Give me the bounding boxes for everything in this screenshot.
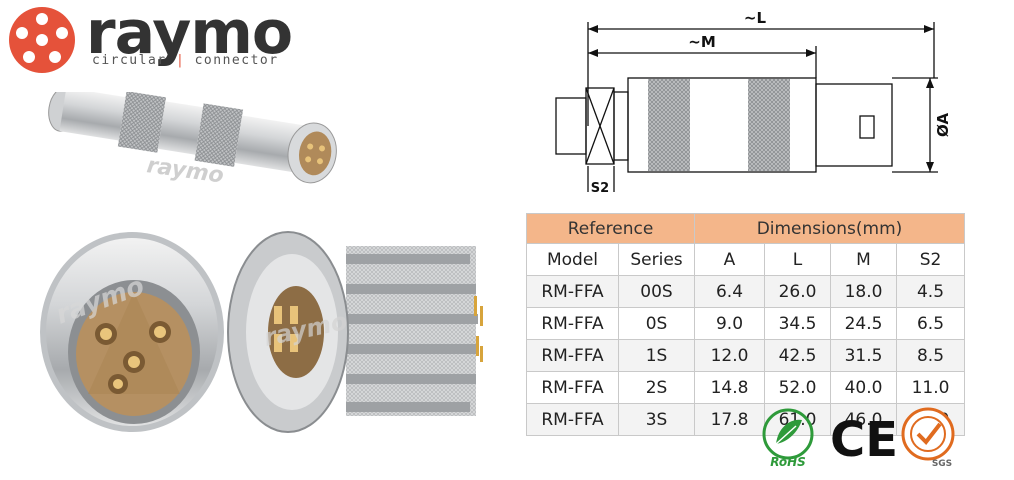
dim-label-A: ØA: [934, 113, 952, 137]
socket-front-photo: raymo: [227, 231, 483, 433]
column-header-series: Series: [618, 243, 695, 276]
table-row: RM-FFA 00S 6.4 26.0 18.0 4.5: [526, 275, 965, 308]
table-row: RM-FFA 1S 12.0 42.5 31.5 8.5: [526, 339, 965, 372]
rohs-icon: RoHS: [762, 408, 814, 469]
cell-model: RM-FFA: [526, 403, 619, 436]
cell-series: 1S: [618, 339, 695, 372]
brand-name: raymo: [86, 0, 293, 68]
brand-tagline-left: circular: [92, 53, 167, 68]
ce-mark-icon: CE: [830, 412, 898, 468]
table-column-header-row: Model Series A L M S2: [526, 243, 965, 276]
cell-a: 6.4: [694, 275, 765, 308]
cell-series: 2S: [618, 371, 695, 404]
cell-series: 3S: [618, 403, 695, 436]
dimension-drawing: ~L ~M ØA S2: [555, 9, 952, 196]
cell-s2: 4.5: [896, 275, 965, 308]
cell-series: 0S: [618, 307, 695, 340]
cell-s2: 6.5: [896, 307, 965, 340]
cell-a: 17.8: [694, 403, 765, 436]
brand-logo-icon: [9, 7, 75, 73]
column-header-m: M: [830, 243, 897, 276]
cell-s2: 11.0: [896, 371, 965, 404]
socket-rear-photo: raymo: [40, 232, 224, 432]
cell-l: 26.0: [764, 275, 831, 308]
cell-model: RM-FFA: [526, 339, 619, 372]
sgs-label: SGS: [932, 459, 952, 469]
column-header-model: Model: [526, 243, 619, 276]
dimensions-header: Dimensions(mm): [694, 213, 965, 244]
cell-s2: 8.5: [896, 339, 965, 372]
tagline-separator: |: [166, 53, 195, 68]
cell-m: 40.0: [830, 371, 897, 404]
brand-tagline: circular | connector: [92, 53, 279, 68]
column-header-l: L: [764, 243, 831, 276]
cell-series: 00S: [618, 275, 695, 308]
cell-model: RM-FFA: [526, 275, 619, 308]
cell-l: 52.0: [764, 371, 831, 404]
rohs-label: RoHS: [770, 455, 806, 469]
table-group-header-row: Reference Dimensions(mm): [526, 213, 965, 244]
cell-a: 14.8: [694, 371, 765, 404]
cell-model: RM-FFA: [526, 307, 619, 340]
cell-m: 18.0: [830, 275, 897, 308]
dimension-table: Reference Dimensions(mm) Model Series A …: [526, 213, 965, 436]
cell-a: 9.0: [694, 307, 765, 340]
cell-l: 42.5: [764, 339, 831, 372]
dim-label-M: ~M: [688, 33, 716, 51]
ce-label: CE: [830, 412, 898, 468]
reference-header: Reference: [526, 213, 695, 244]
dim-label-L: ~L: [744, 9, 767, 27]
brand-tagline-right: connector: [194, 53, 279, 68]
cell-m: 24.5: [830, 307, 897, 340]
cell-l: 61.0: [764, 403, 831, 436]
table-row: RM-FFA 2S 14.8 52.0 40.0 11.0: [526, 371, 965, 404]
plug-connector-photo: raymo: [48, 92, 337, 189]
cell-m: 46.0: [830, 403, 897, 436]
column-header-a: A: [694, 243, 765, 276]
cell-m: 31.5: [830, 339, 897, 372]
sgs-icon: SGS: [901, 407, 955, 469]
cell-a: 12.0: [694, 339, 765, 372]
certification-logos: RoHS CE SGS: [762, 407, 955, 469]
table-row: RM-FFA 0S 9.0 34.5 24.5 6.5: [526, 307, 965, 340]
cell-model: RM-FFA: [526, 371, 619, 404]
dim-label-S2: S2: [591, 181, 609, 196]
column-header-s2: S2: [896, 243, 965, 276]
cell-l: 34.5: [764, 307, 831, 340]
